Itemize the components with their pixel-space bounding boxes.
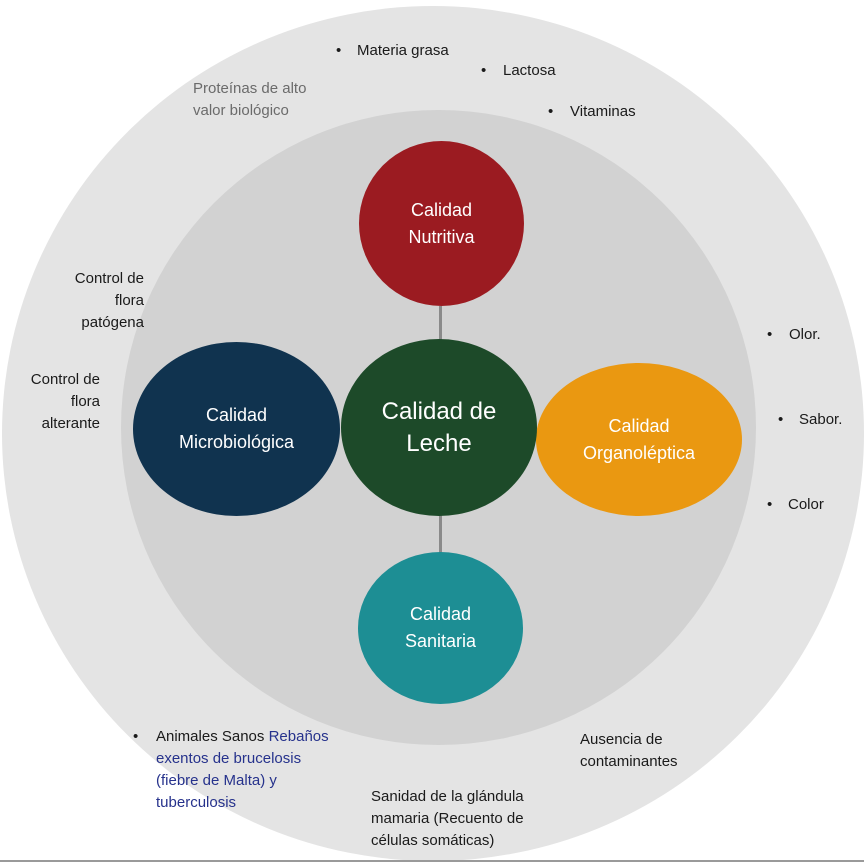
node-calidad-nutritiva: Calidad Nutritiva — [359, 141, 524, 306]
item-olor: Olor. — [789, 326, 821, 343]
item-animales-detail: exentos de brucelosis (fiebre de Malta) … — [156, 750, 302, 811]
item-animales-blue-1: Rebaños — [268, 728, 329, 745]
bottom-border — [0, 860, 864, 862]
connector-vertical-top — [439, 306, 442, 342]
node-calidad-organoleptica: Calidad Organoléptica — [536, 363, 742, 516]
bullet-dot: • — [767, 496, 773, 513]
bullet-dot: • — [133, 728, 139, 745]
item-ausencia-contaminantes: Ausencia de contaminantes — [580, 731, 678, 770]
node-calidad-sanitaria: Calidad Sanitaria — [358, 552, 523, 704]
note-proteinas: Proteínas de alto valor biológico — [193, 80, 307, 119]
node-calidad-nutritiva-label: Calidad Nutritiva — [408, 199, 475, 247]
item-materia-grasa: Materia grasa — [357, 42, 449, 59]
node-calidad-sanitaria-label: Calidad Sanitaria — [404, 604, 477, 651]
item-animales-prefix: Animales Sanos — [156, 728, 265, 745]
item-sanidad-glandula: Sanidad de la glándula mamaria (Recuento… — [371, 788, 524, 849]
bullet-dot: • — [548, 103, 554, 120]
node-calidad-de-leche-label: Calidad de Leche — [381, 397, 497, 457]
item-animales-sanos: Animales Sanos Rebaños — [156, 726, 356, 748]
connector-vertical-bottom — [439, 514, 442, 554]
bullet-dot: • — [481, 62, 487, 79]
node-calidad-de-leche: Calidad de Leche — [341, 339, 537, 516]
item-flora-patogena: Control de flora patógena — [74, 270, 144, 331]
item-color: Color — [788, 496, 824, 513]
item-lactosa: Lactosa — [503, 62, 556, 79]
item-vitaminas: Vitaminas — [570, 103, 636, 120]
bullet-dot: • — [336, 42, 342, 59]
node-calidad-microbiologica: Calidad Microbiológica — [133, 342, 340, 516]
node-calidad-microbiologica-label: Calidad Microbiológica — [178, 405, 295, 452]
bullet-dot: • — [767, 326, 773, 343]
node-calidad-organoleptica-label: Calidad Organoléptica — [582, 415, 696, 463]
item-flora-alterante: Control de flora alterante — [30, 371, 100, 432]
bullet-dot: • — [778, 411, 784, 428]
item-sabor: Sabor. — [799, 411, 843, 428]
